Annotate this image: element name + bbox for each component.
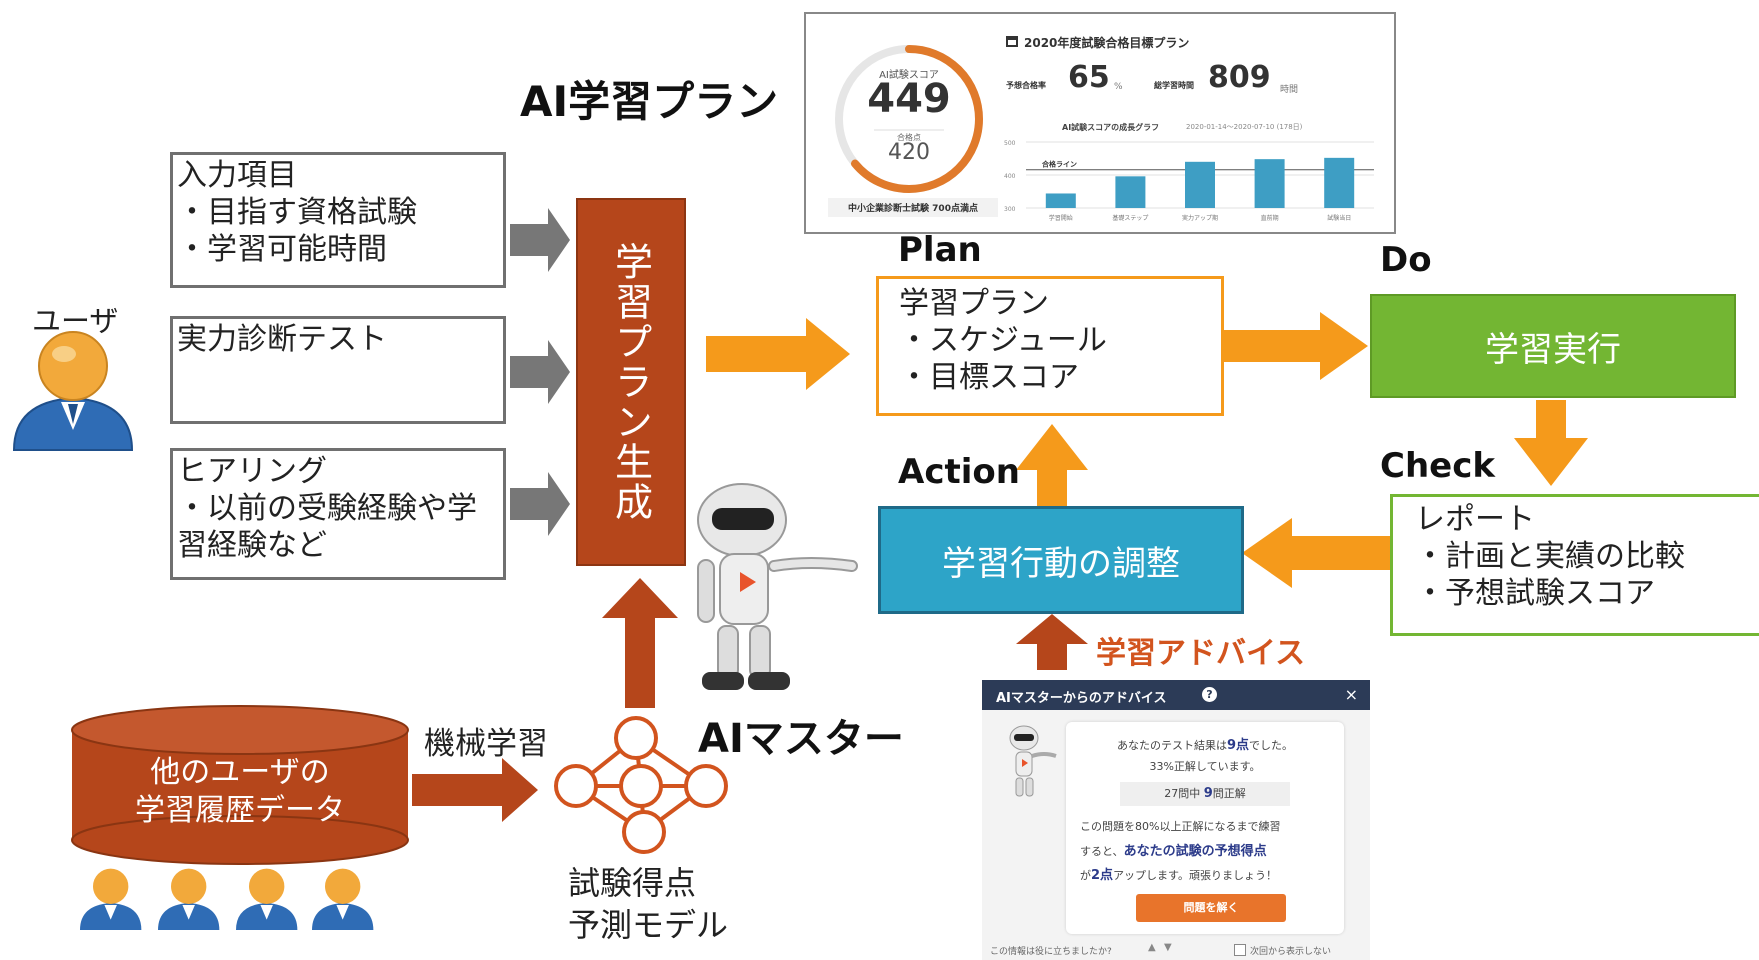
input-items-text: 入力項目 ・目指す資格試験 ・学習可能時間: [177, 158, 417, 267]
growth-bar-label: 試験当日: [1327, 214, 1351, 222]
growth-bar: [1324, 157, 1355, 208]
user-icon: [12, 331, 134, 451]
plan-generator-label: 学習プラン生成: [608, 242, 653, 522]
model-label: 試験得点 予測モデル: [568, 864, 729, 944]
model-to-generator-arrow: [602, 578, 678, 708]
robot-icon: [697, 483, 858, 690]
machine-learning-label: 機械学習: [424, 726, 548, 762]
database-label: 他のユーザの 学習履歴データ: [135, 755, 345, 828]
advice-footer-option: 次回から表示しない: [1250, 947, 1332, 957]
advice-panel-title: AIマスターからのアドバイス: [996, 691, 1167, 706]
gauge-label: AI試験スコア: [879, 70, 939, 81]
graph-range: 2020-01-14〜2020-07-10 (178日): [1186, 123, 1303, 131]
advice-panel-header: AIマスターからのアドバイス ? ×: [982, 680, 1370, 710]
check-heading: Check: [1380, 446, 1495, 486]
advice-to-action-arrow: [1016, 614, 1088, 670]
check-box: レポート ・計画と実績の比較 ・予想試験スコア: [1390, 494, 1759, 636]
growth-bar-label: 実力アップ期: [1182, 214, 1218, 222]
database-cylinder: [71, 705, 409, 865]
user-label: ユーザ: [32, 304, 119, 338]
growth-bar-label: 基礎ステップ: [1112, 214, 1148, 222]
action-label: 学習行動の調整: [942, 543, 1180, 584]
pass-score: 420: [888, 140, 930, 165]
graph-ytick: 400: [1004, 173, 1016, 180]
advice-para2: すると、あなたの試験の予想得点: [1080, 844, 1267, 859]
plan-to-do-arrow: [1220, 312, 1368, 380]
help-icon[interactable]: ?: [1202, 687, 1217, 702]
growth-bar: [1045, 193, 1076, 208]
gauge-score: 449: [867, 76, 951, 122]
advice-robot-icon: [1009, 725, 1057, 797]
input3-arrow: [510, 472, 570, 536]
ai-master-label: AIマスター: [698, 716, 904, 762]
advice-para3: が2点アップします。頑張りましょう！: [1080, 868, 1277, 883]
ai-plan-screenshot: AI試験スコア 449 合格点 420 中小企業診断士試験 700点満点 202…: [804, 12, 1396, 234]
advice-para1: この問題を80%以上正解になるまで練習: [1080, 820, 1281, 833]
rate-value: 65: [1068, 60, 1110, 95]
advice-panel: AIマスターからのアドバイス ? × あなたのテスト結果は9点でした。 33%正…: [982, 680, 1370, 960]
close-icon[interactable]: ×: [1344, 685, 1358, 704]
calendar-icon: [1006, 36, 1018, 47]
hearing-box: ヒアリング ・以前の受験経験や学 習経験など: [170, 448, 506, 580]
do-heading: Do: [1380, 240, 1432, 280]
hearing-text: ヒアリング ・以前の受験経験や学 習経験など: [177, 454, 477, 563]
hours-label: 総学習時間: [1154, 81, 1194, 90]
plan-text: 学習プラン ・スケジュール ・目標スコア: [899, 286, 1107, 395]
rate-label: 予想合格率: [1006, 81, 1046, 90]
check-to-action-arrow: [1242, 518, 1390, 588]
advice-line1: あなたのテスト結果は9点でした。: [1116, 738, 1294, 753]
advice-label: 学習アドバイス: [1096, 636, 1306, 671]
advice-footer-question: この情報は役に立ちましたか?: [990, 947, 1112, 957]
advice-card: あなたのテスト結果は9点でした。 33%正解しています。 27問中 9問正解 こ…: [1066, 722, 1344, 934]
do-box: 学習実行: [1370, 294, 1736, 398]
advice-score: 9点: [1226, 738, 1250, 753]
action-box: 学習行動の調整: [878, 506, 1244, 614]
growth-bar-label: 直前期: [1261, 214, 1279, 222]
rate-unit: %: [1114, 82, 1123, 92]
plan-heading: Plan: [898, 230, 982, 270]
thumbs-down-icon[interactable]: ▼: [1164, 942, 1172, 953]
exam-caption: 中小企業診断士試験 700点満点: [828, 198, 998, 217]
check-text: レポート ・計画と実績の比較 ・予想試験スコア: [1415, 502, 1685, 611]
do-label: 学習実行: [1485, 329, 1621, 370]
pass-line-label: 合格ライン: [1041, 160, 1077, 169]
hours-unit: 時間: [1280, 85, 1299, 95]
thumbs-up-icon[interactable]: ▲: [1148, 942, 1156, 953]
neural-network-icon: [554, 716, 728, 854]
growth-bar: [1185, 161, 1215, 208]
database-to-model-arrow: [412, 758, 538, 822]
pass-label: 合格点: [897, 133, 921, 142]
do-to-check-arrow: [1514, 400, 1588, 486]
hide-next-checkbox[interactable]: [1234, 944, 1246, 956]
other-users-icons: [80, 868, 374, 930]
growth-bar: [1115, 176, 1146, 208]
input1-arrow: [510, 208, 570, 272]
graph-ytick: 500: [1004, 140, 1016, 147]
advice-line2: 33%正解しています。: [1149, 760, 1261, 773]
action-heading: Action: [898, 452, 1020, 492]
diagnostic-test-box: 実力診断テスト: [170, 316, 506, 424]
input2-arrow: [510, 340, 570, 404]
generator-to-plan-arrow: [706, 318, 850, 390]
advice-chip: 27問中 9問正解: [1120, 782, 1290, 806]
plan-box: 学習プラン ・スケジュール ・目標スコア: [876, 276, 1224, 416]
growth-bar: [1254, 159, 1285, 208]
plan-generator-box: 学習プラン生成: [576, 198, 686, 566]
solve-problem-button[interactable]: 問題を解く: [1136, 894, 1286, 922]
action-to-plan-arrow: [1016, 424, 1088, 506]
diagnostic-test-text: 実力診断テスト: [177, 322, 387, 357]
score-gauge: [835, 45, 983, 193]
graph-title: AI試験スコアの成長グラフ: [1062, 123, 1160, 132]
input-items-box: 入力項目 ・目指す資格試験 ・学習可能時間: [170, 152, 506, 288]
growth-bar-label: 学習開始: [1049, 214, 1073, 222]
graph-ytick: 300: [1004, 206, 1016, 213]
hours-value: 809: [1208, 60, 1271, 95]
plan-title: 2020年度試験合格目標プラン: [1024, 36, 1190, 50]
ai-plan-title: AI学習プラン: [520, 77, 779, 126]
